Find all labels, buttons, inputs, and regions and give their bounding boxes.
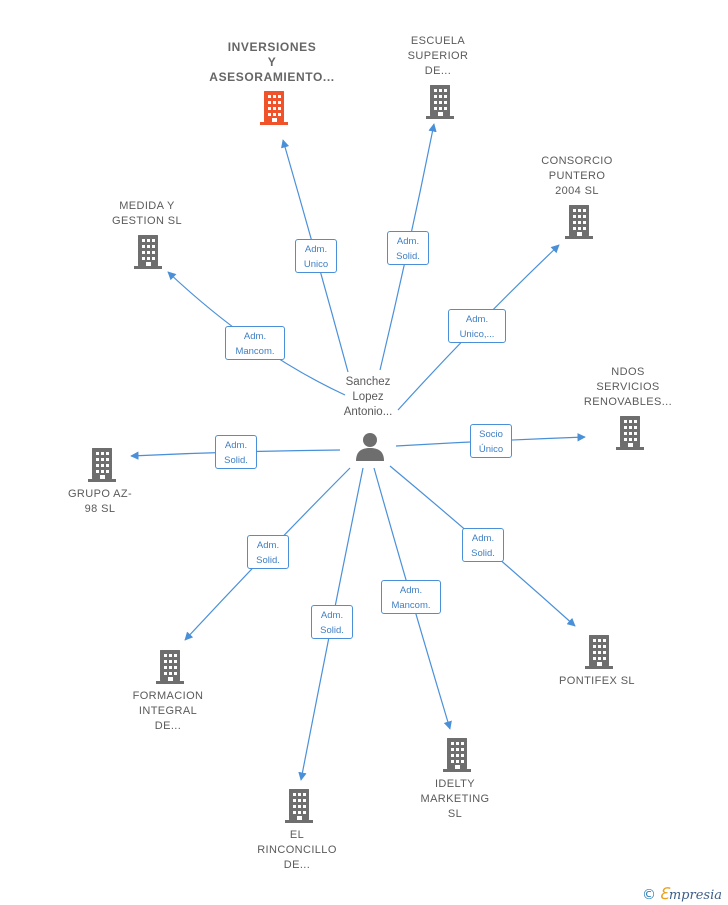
building-icon-pontifex[interactable] (585, 635, 613, 669)
role-badge-rinconcillo: Adm. Solid. (311, 605, 353, 639)
building-icon-medida[interactable] (134, 235, 162, 269)
center-person-name[interactable]: Sanchez Lopez Antonio... (343, 376, 393, 418)
role-badge-grupo: Adm. Solid. (215, 435, 257, 469)
company-label-ndos[interactable]: NDOS SERVICIOS RENOVABLES... (583, 366, 673, 408)
role-badge-consorcio: Adm. Unico,... (448, 309, 506, 343)
building-icon-grupo[interactable] (88, 448, 116, 482)
company-label-inversiones[interactable]: INVERSIONES Y ASESORAMIENTO... (209, 40, 335, 84)
company-label-rinconcillo[interactable]: EL RINCONCILLO DE... (257, 829, 337, 871)
company-label-medida[interactable]: MEDIDA Y GESTION SL (111, 200, 183, 227)
building-icon-consorcio[interactable] (565, 205, 593, 239)
company-label-escuela[interactable]: ESCUELA SUPERIOR DE... (407, 35, 469, 77)
role-badge-pontifex: Adm. Solid. (462, 528, 504, 562)
brand-footer[interactable]: ©ℇmpresia (642, 884, 722, 903)
building-icon-rinconcillo[interactable] (285, 789, 313, 823)
building-icon-inversiones[interactable] (260, 91, 288, 125)
role-badge-idelty: Adm. Mancom. (381, 580, 441, 614)
person-icon[interactable] (354, 430, 386, 462)
role-badge-inversiones: Adm. Unico (295, 239, 337, 273)
company-label-pontifex[interactable]: PONTIFEX SL (559, 675, 635, 687)
building-icon-formacion[interactable] (156, 650, 184, 684)
building-icon-idelty[interactable] (443, 738, 471, 772)
copyright-icon: © (642, 887, 657, 903)
building-icon-escuela[interactable] (426, 85, 454, 119)
role-badge-escuela: Adm. Solid. (387, 231, 429, 265)
company-label-grupo[interactable]: GRUPO AZ- 98 SL (67, 488, 133, 515)
role-badge-medida: Adm. Mancom. (225, 326, 285, 360)
brand-logo-text: mpresia (668, 888, 722, 903)
role-badge-ndos: Socio Único (470, 424, 512, 458)
brand-logo-initial: ℇ (659, 884, 669, 903)
company-label-idelty[interactable]: IDELTY MARKETING SL (420, 778, 490, 820)
role-badge-formacion: Adm. Solid. (247, 535, 289, 569)
company-label-consorcio[interactable]: CONSORCIO PUNTERO 2004 SL (541, 155, 613, 197)
company-label-formacion[interactable]: FORMACION INTEGRAL DE... (132, 690, 204, 732)
building-icon-ndos[interactable] (616, 416, 644, 450)
